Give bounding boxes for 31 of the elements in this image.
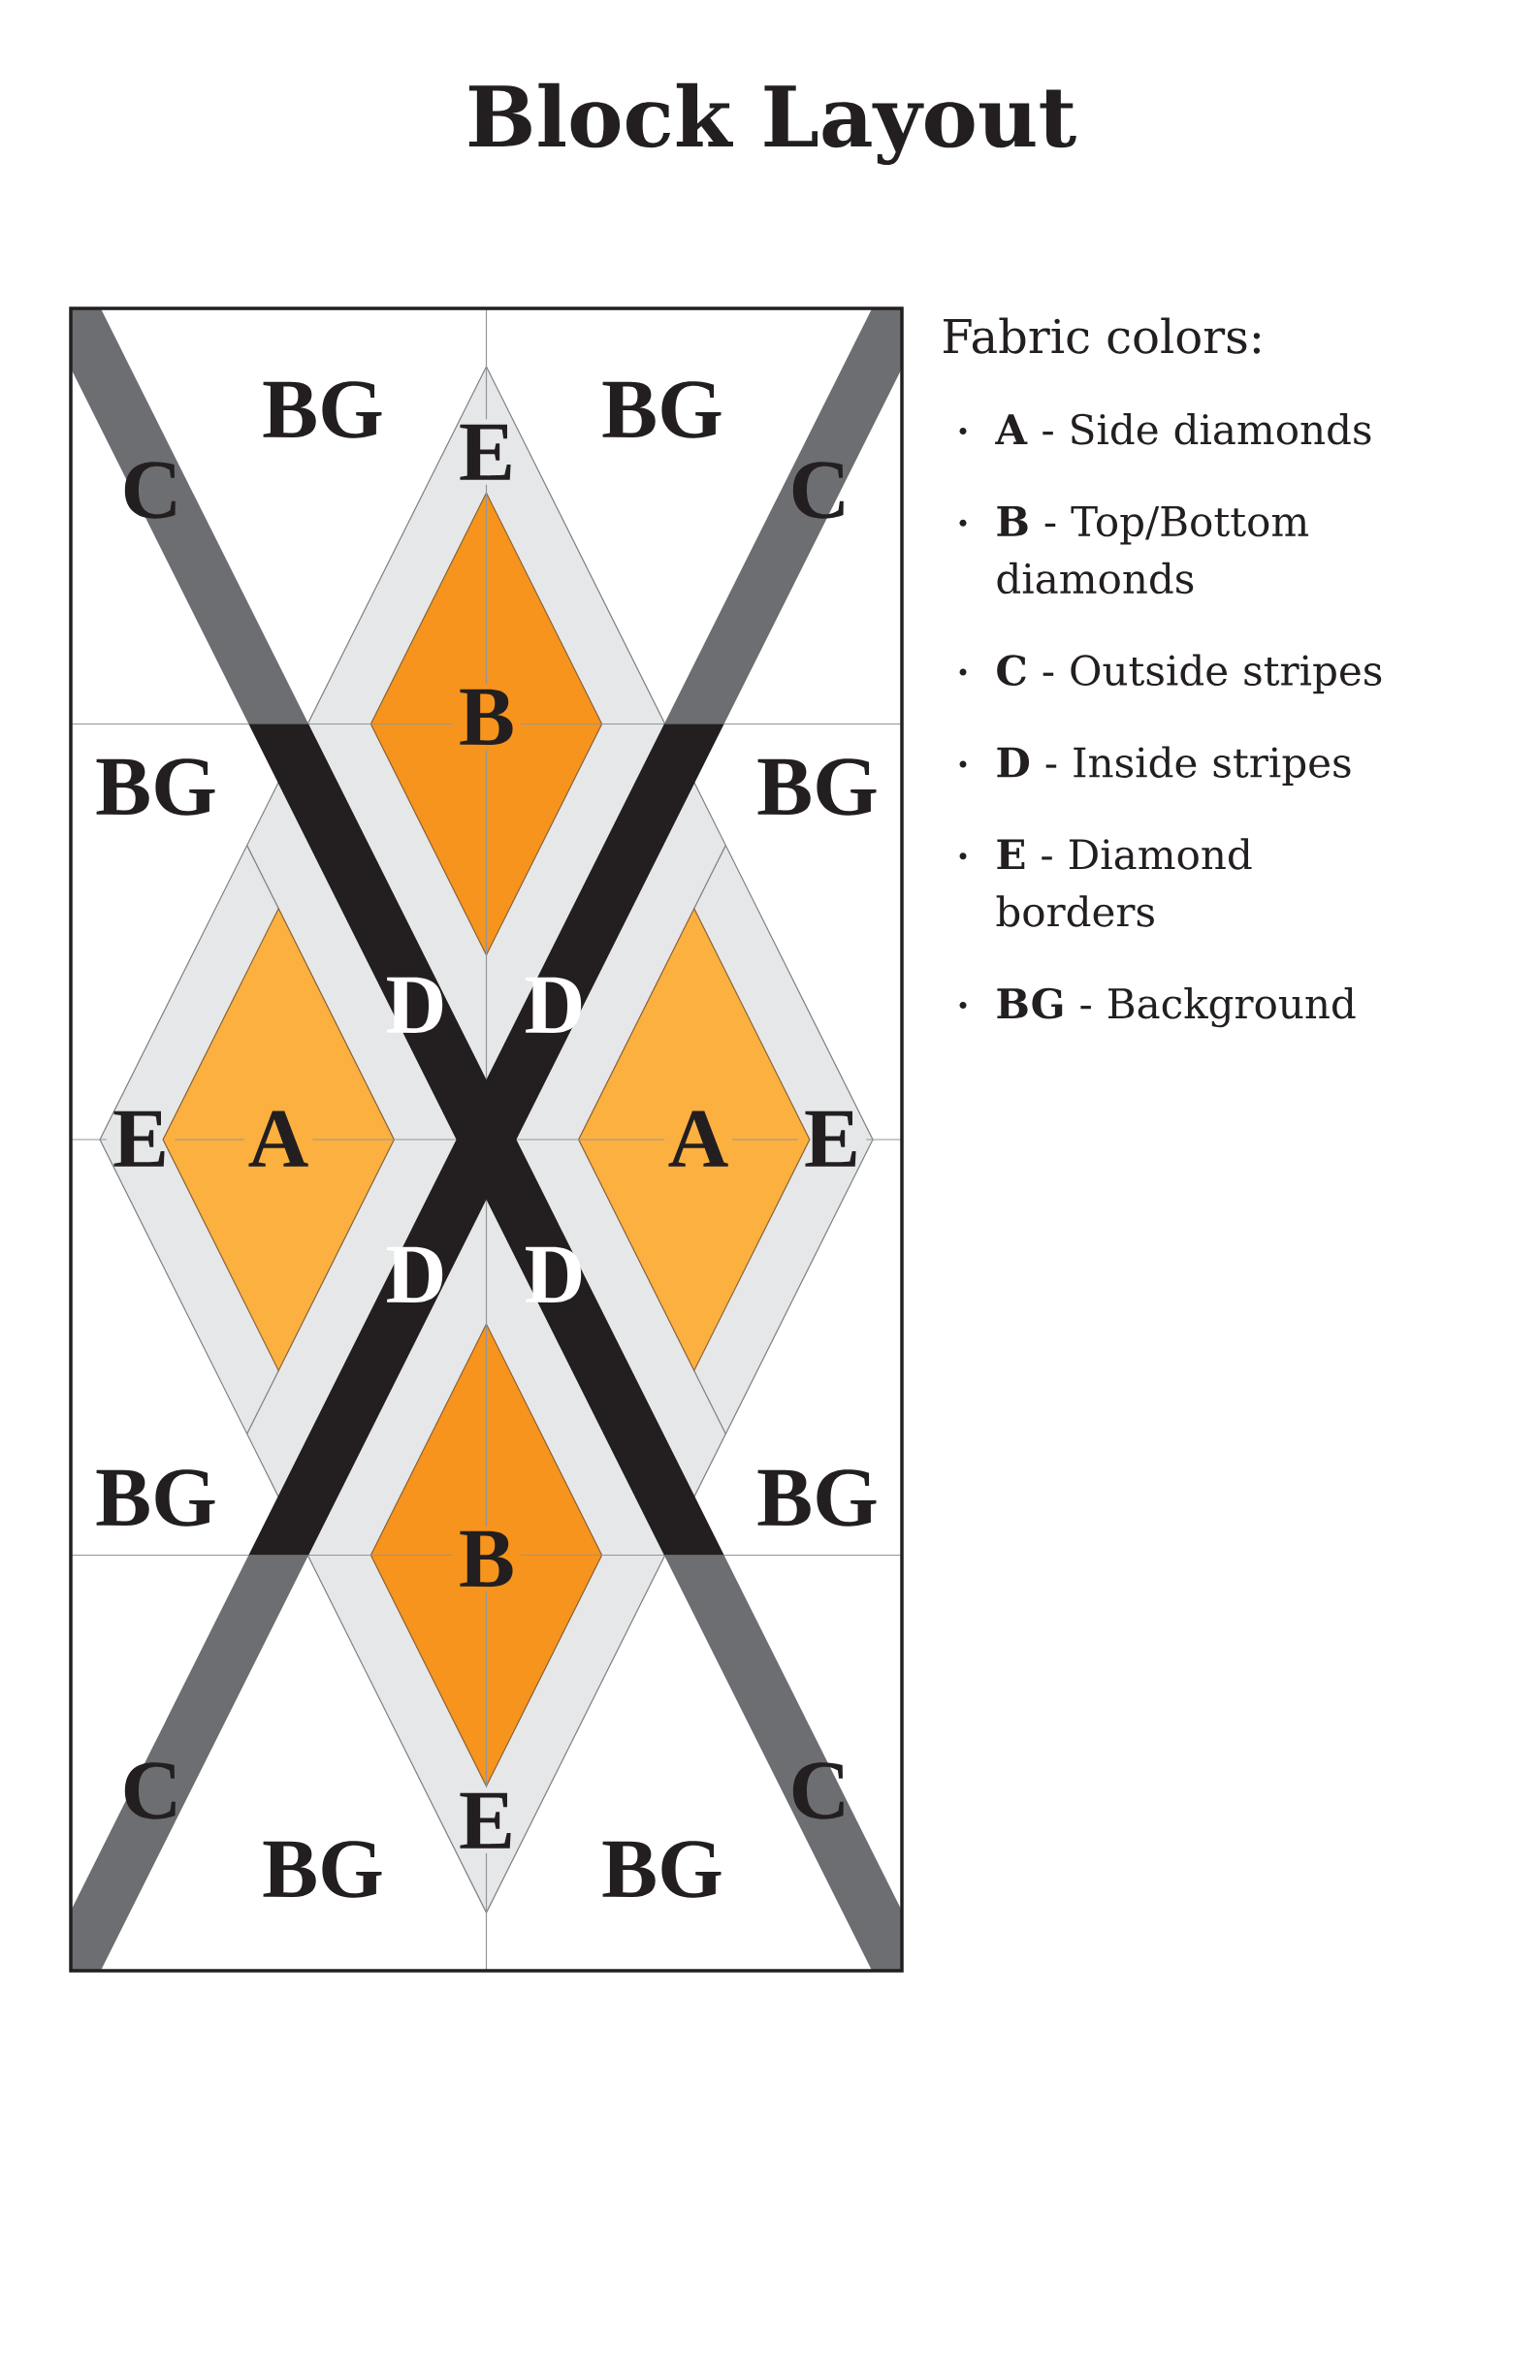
legend-entry: A - Side diamonds	[995, 413, 1371, 445]
title: Block Layout	[468, 82, 1076, 166]
part-letter: BG	[757, 758, 877, 816]
legend-entry: D - Inside stripes	[997, 746, 1351, 787]
part-letter: BG	[96, 758, 215, 816]
part-letter: D	[526, 1246, 582, 1303]
part-letter: E	[113, 1110, 165, 1167]
part-letter: BG	[96, 1469, 215, 1527]
legend-heading: Fabric colors:	[944, 317, 1260, 354]
part-letter: C	[124, 1762, 176, 1819]
part-letter: BG	[602, 381, 722, 438]
part-letter: D	[526, 977, 582, 1033]
part-letter: D	[387, 1246, 443, 1303]
part-letter: E	[460, 424, 511, 480]
part-letter: E	[460, 1792, 511, 1849]
part-letter: B	[460, 689, 513, 746]
part-letter: D	[387, 977, 443, 1033]
legend-entry: C - Outside stripes	[997, 654, 1382, 694]
part-letter: BG	[263, 381, 382, 438]
part-letter: E	[805, 1110, 856, 1167]
part-letter: C	[792, 462, 844, 519]
legend-entry: BG - Background	[997, 987, 1356, 1028]
part-letter: A	[248, 1110, 308, 1167]
part-letter: C	[792, 1762, 844, 1819]
part-letter: B	[460, 1530, 513, 1588]
legend-entry: B - Top/Bottom diamonds	[997, 506, 1309, 595]
legend-entry: E - Diamond borders	[996, 838, 1252, 927]
part-letter: BG	[263, 1841, 382, 1898]
part-letter: BG	[757, 1469, 877, 1527]
part-letter: A	[668, 1110, 728, 1167]
part-letter: BG	[602, 1841, 722, 1898]
